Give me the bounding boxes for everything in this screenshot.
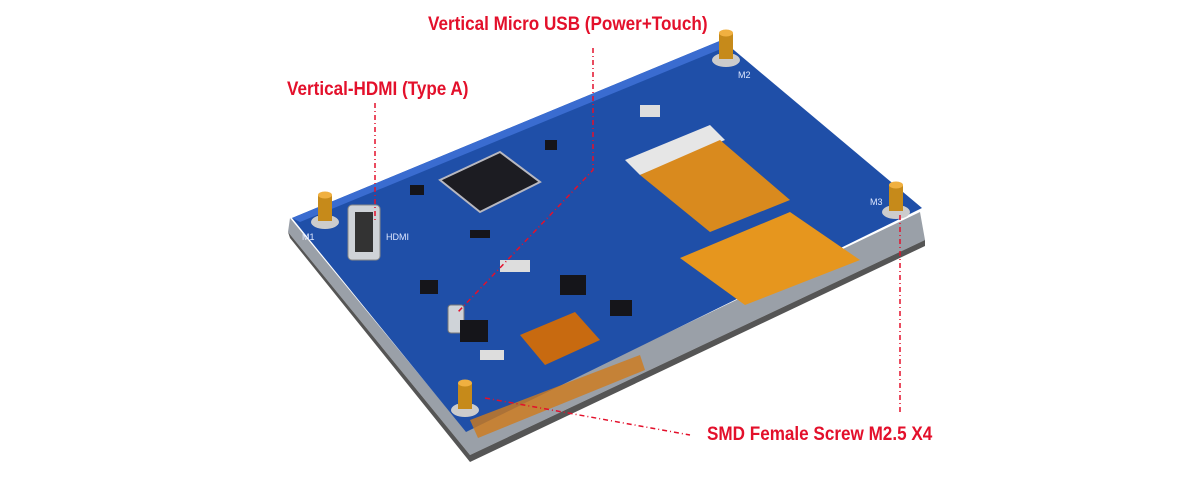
standoff-m2 xyxy=(712,29,740,67)
usb-leader-line xyxy=(457,48,594,313)
flex-window-small xyxy=(520,312,600,365)
callout-hdmi: Vertical-HDMI (Type A) xyxy=(287,79,469,100)
pcb-highlight xyxy=(292,40,728,222)
flex-window-large xyxy=(680,212,860,305)
smd-components xyxy=(410,105,660,360)
silk-m2: M2 xyxy=(738,70,751,80)
silk-m1: M1 xyxy=(302,232,315,242)
flex-cable xyxy=(640,140,790,232)
silk-hdmi: HDMI xyxy=(386,232,409,242)
callout-usb: Vertical Micro USB (Power+Touch) xyxy=(428,14,708,35)
screw-leader-line-bottom xyxy=(484,397,691,436)
silk-m3: M3 xyxy=(870,197,883,207)
flex-window-bottom xyxy=(470,355,645,438)
callout-screws: SMD Female Screw M2.5 X4 xyxy=(707,424,933,445)
standoff-m4 xyxy=(451,379,479,417)
pcb-board xyxy=(292,40,922,432)
standoff-m1 xyxy=(311,191,339,229)
hdmi-port-opening xyxy=(355,212,373,252)
fpc-connector xyxy=(625,125,725,175)
standoff-m3 xyxy=(882,181,910,219)
main-ic-chip xyxy=(438,150,542,214)
